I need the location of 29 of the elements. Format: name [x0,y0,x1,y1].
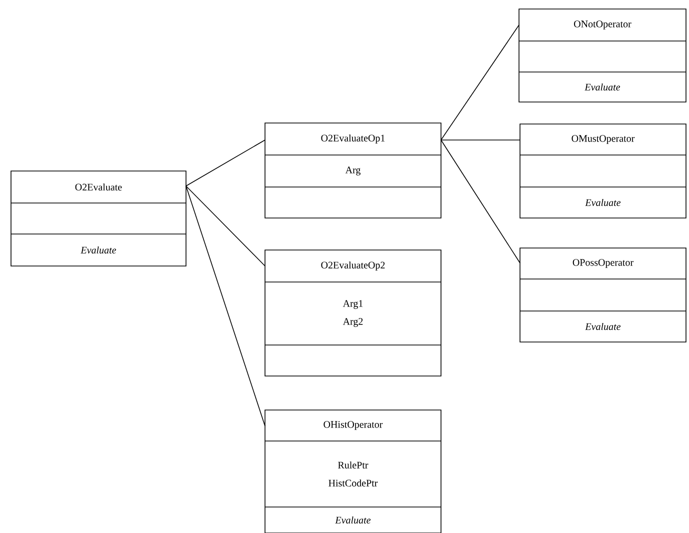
class-name: O2EvaluateOp2 [321,261,385,271]
class-name: O2Evaluate [75,183,122,190]
class-box [518,8,686,102]
connector-line [186,186,266,426]
class-box [264,250,442,376]
connector-line [186,140,266,186]
class-box [520,124,686,218]
class-name: OMustOperator [572,135,635,144]
method-text: Evaluate [585,198,621,206]
attribute-text: RulePtr [338,461,368,468]
attribute-text: Arg [345,166,360,176]
method-text: Evaluate [335,516,371,524]
attribute-text: Arg2 [342,318,363,327]
connector-line [440,24,520,140]
connector-line [186,186,266,266]
class-box [10,170,186,266]
attribute-text: HistCodePtr [328,479,378,486]
class-box [264,122,442,218]
class-name: OHistOperator [324,421,383,430]
class-box [520,248,686,342]
attribute-text: Arg1 [342,300,363,309]
class-box [264,410,442,533]
class-name: O2EvaluateOp1 [321,134,385,144]
connector-line [440,140,520,264]
class-name: OPossOperator [572,259,634,268]
method-text: Evaluate [80,246,116,254]
class-name: ONotOperator [574,20,632,30]
method-text: Evaluate [585,322,621,330]
method-text: Evaluate [584,83,620,91]
